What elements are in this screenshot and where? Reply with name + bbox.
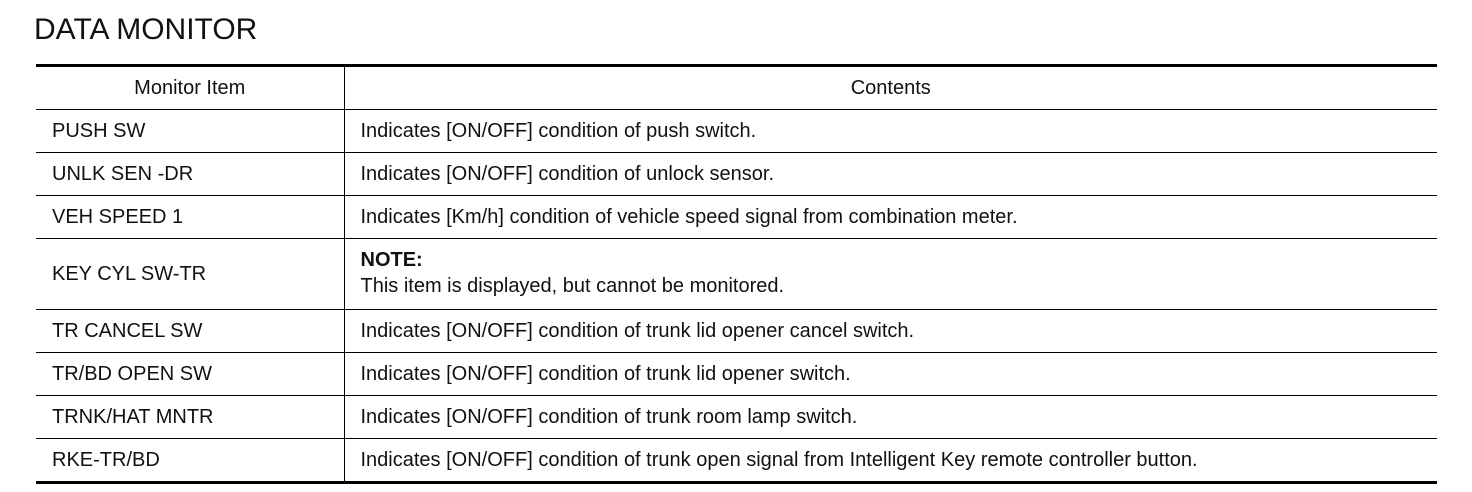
contents-cell: Indicates [Km/h] condition of vehicle sp… [344,195,1437,239]
column-header-monitor-item: Monitor Item [36,64,345,110]
note-text: This item is displayed, but cannot be mo… [360,275,785,297]
contents-cell: NOTE: This item is displayed, but cannot… [344,238,1437,310]
table-row: VEH SPEED 1 Indicates [Km/h] condition o… [36,195,1437,239]
header-row: Monitor Item Contents [36,64,1437,110]
page-title: DATA MONITOR [34,13,258,46]
table-row: TRNK/HAT MNTR Indicates [ON/OFF] conditi… [36,395,1437,439]
contents-cell: Indicates [ON/OFF] condition of trunk ro… [344,395,1437,439]
table-row: PUSH SW Indicates [ON/OFF] condition of … [36,109,1437,153]
monitor-item-cell: TRNK/HAT MNTR [36,395,345,439]
table-row: KEY CYL SW-TR NOTE: This item is display… [36,238,1437,310]
monitor-item-cell: TR CANCEL SW [36,309,345,353]
table-row: RKE-TR/BD Indicates [ON/OFF] condition o… [36,438,1437,484]
monitor-item-cell: UNLK SEN -DR [36,152,345,196]
contents-cell: Indicates [ON/OFF] condition of trunk li… [344,309,1437,353]
contents-cell: Indicates [ON/OFF] condition of unlock s… [344,152,1437,196]
contents-cell: Indicates [ON/OFF] condition of trunk op… [344,438,1437,484]
monitor-item-cell: TR/BD OPEN SW [36,352,345,396]
column-header-contents: Contents [344,64,1437,110]
table-row: UNLK SEN -DR Indicates [ON/OFF] conditio… [36,152,1437,196]
table-row: TR/BD OPEN SW Indicates [ON/OFF] conditi… [36,352,1437,396]
note-label: NOTE: [360,249,423,271]
table-header: Monitor Item Contents [36,64,1437,110]
data-monitor-table-container: Monitor Item Contents PUSH SW Indicates … [36,64,1437,484]
table-row: TR CANCEL SW Indicates [ON/OFF] conditio… [36,309,1437,353]
contents-cell: Indicates [ON/OFF] condition of trunk li… [344,352,1437,396]
table-body: PUSH SW Indicates [ON/OFF] condition of … [36,109,1437,484]
monitor-item-cell: VEH SPEED 1 [36,195,345,239]
monitor-item-cell: PUSH SW [36,109,345,153]
contents-cell: Indicates [ON/OFF] condition of push swi… [344,109,1437,153]
monitor-item-cell: RKE-TR/BD [36,438,345,484]
data-monitor-table: Monitor Item Contents PUSH SW Indicates … [36,64,1437,484]
monitor-item-cell: KEY CYL SW-TR [36,238,345,310]
